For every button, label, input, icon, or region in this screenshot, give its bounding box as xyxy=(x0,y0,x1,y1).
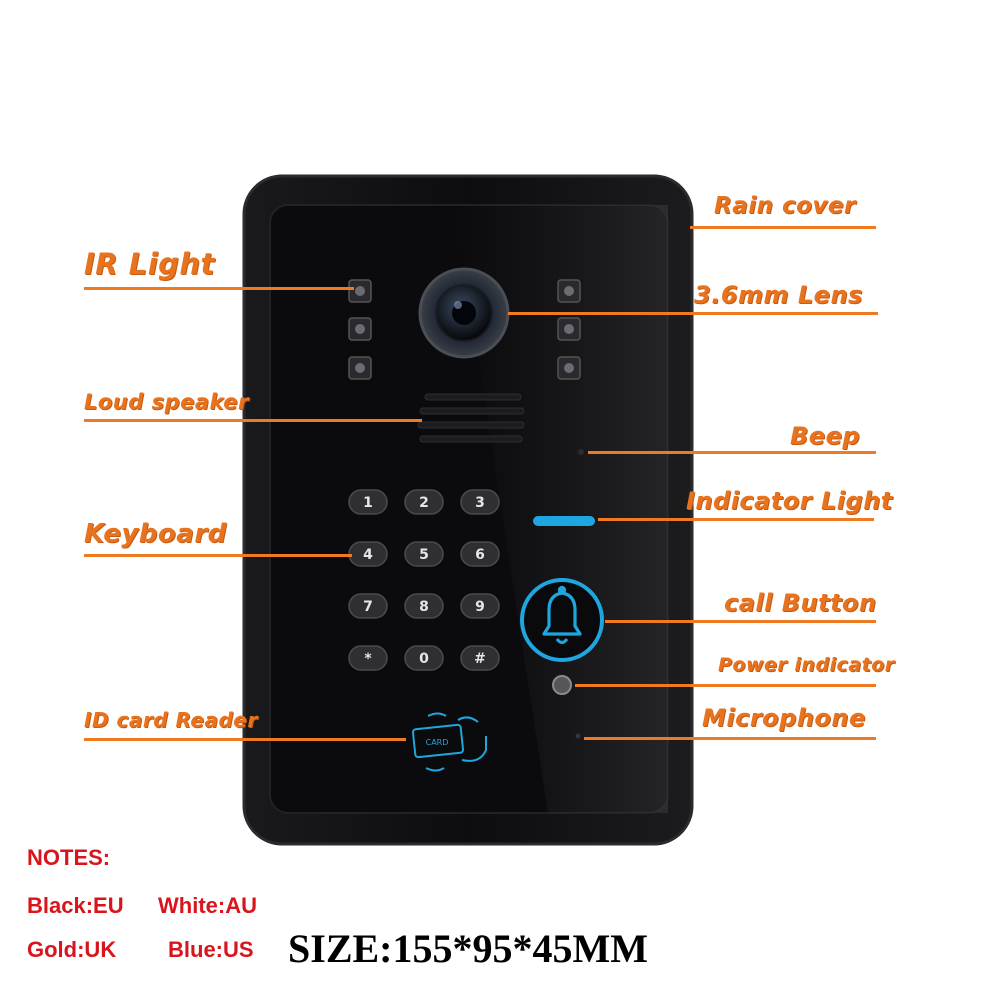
line-ir-light xyxy=(84,287,354,290)
keypad-key[interactable]: 5 xyxy=(404,541,444,567)
microphone-hole xyxy=(575,733,581,739)
keypad-key-label: 5 xyxy=(419,547,429,563)
line-rain-cover xyxy=(690,226,876,229)
line-power-indicator xyxy=(575,684,876,687)
line-indicator-light xyxy=(598,518,874,521)
keypad-key[interactable]: 4 xyxy=(348,541,388,567)
line-microphone xyxy=(584,737,876,740)
line-lens xyxy=(508,312,878,315)
label-ir-light: IR Light xyxy=(84,247,215,281)
label-microphone: Microphone xyxy=(702,704,866,732)
keypad-key-label: 9 xyxy=(475,599,485,615)
keypad-key-label: 0 xyxy=(419,651,429,667)
keypad-key-label: 6 xyxy=(475,547,485,563)
indicator-light xyxy=(533,516,595,526)
line-keyboard xyxy=(84,554,352,557)
keypad-key[interactable]: 0 xyxy=(404,645,444,671)
call-button[interactable] xyxy=(520,578,604,662)
label-rain-cover: Rain cover xyxy=(714,193,856,219)
line-beep xyxy=(588,451,876,454)
keypad-key[interactable]: * xyxy=(348,645,388,671)
label-call-button: call Button xyxy=(724,589,877,617)
keypad-key[interactable]: 2 xyxy=(404,489,444,515)
keypad-key[interactable]: 1 xyxy=(348,489,388,515)
card-text: CARD xyxy=(426,738,449,747)
card-reader-icon xyxy=(411,712,487,772)
size-spec: SIZE:155*95*45MM xyxy=(288,926,648,971)
keypad-key-label: 4 xyxy=(363,547,373,563)
ir-leds-left xyxy=(348,279,372,380)
keypad-key[interactable]: 6 xyxy=(460,541,500,567)
keypad-key[interactable]: # xyxy=(460,645,500,671)
label-indicator-light: Indicator Light xyxy=(686,487,893,515)
label-lens: 3.6mm Lens xyxy=(694,281,863,309)
label-keyboard: Keyboard xyxy=(84,519,227,549)
keypad-key[interactable]: 8 xyxy=(404,593,444,619)
keypad-key[interactable]: 7 xyxy=(348,593,388,619)
power-indicator-led xyxy=(552,675,572,695)
keypad-key-label: 7 xyxy=(363,599,373,615)
bell-icon xyxy=(542,585,582,645)
beep-hole xyxy=(578,449,584,455)
note-gold: Gold:UK xyxy=(27,937,117,962)
notes-heading: NOTES: xyxy=(27,845,111,870)
keypad-key[interactable]: 3 xyxy=(460,489,500,515)
label-power-indicator: Power indicator xyxy=(718,654,895,676)
keypad-key[interactable]: 9 xyxy=(460,593,500,619)
line-loud-speaker xyxy=(84,419,422,422)
line-call-button xyxy=(605,620,876,623)
label-id-card-reader: ID card Reader xyxy=(84,708,258,732)
keypad-key-label: 8 xyxy=(419,599,429,615)
keypad-key-label: # xyxy=(474,651,486,667)
label-loud-speaker: Loud speaker xyxy=(84,390,249,414)
label-beep: Beep xyxy=(790,422,861,450)
keypad-key-label: 2 xyxy=(419,495,429,511)
ir-leds-right xyxy=(557,279,581,380)
keypad-key-label: * xyxy=(364,651,372,667)
camera-lens xyxy=(418,267,510,359)
note-black: Black:EU xyxy=(27,893,124,918)
note-white: White:AU xyxy=(158,893,257,918)
speaker-grille xyxy=(417,393,525,443)
keypad: 1 2 3 4 5 6 7 8 9 * 0 # xyxy=(348,489,500,671)
keypad-key-label: 3 xyxy=(475,495,485,511)
gloss-highlight xyxy=(455,205,668,813)
keypad-key-label: 1 xyxy=(363,495,373,511)
note-blue: Blue:US xyxy=(168,937,254,962)
line-id-card-reader xyxy=(84,738,406,741)
